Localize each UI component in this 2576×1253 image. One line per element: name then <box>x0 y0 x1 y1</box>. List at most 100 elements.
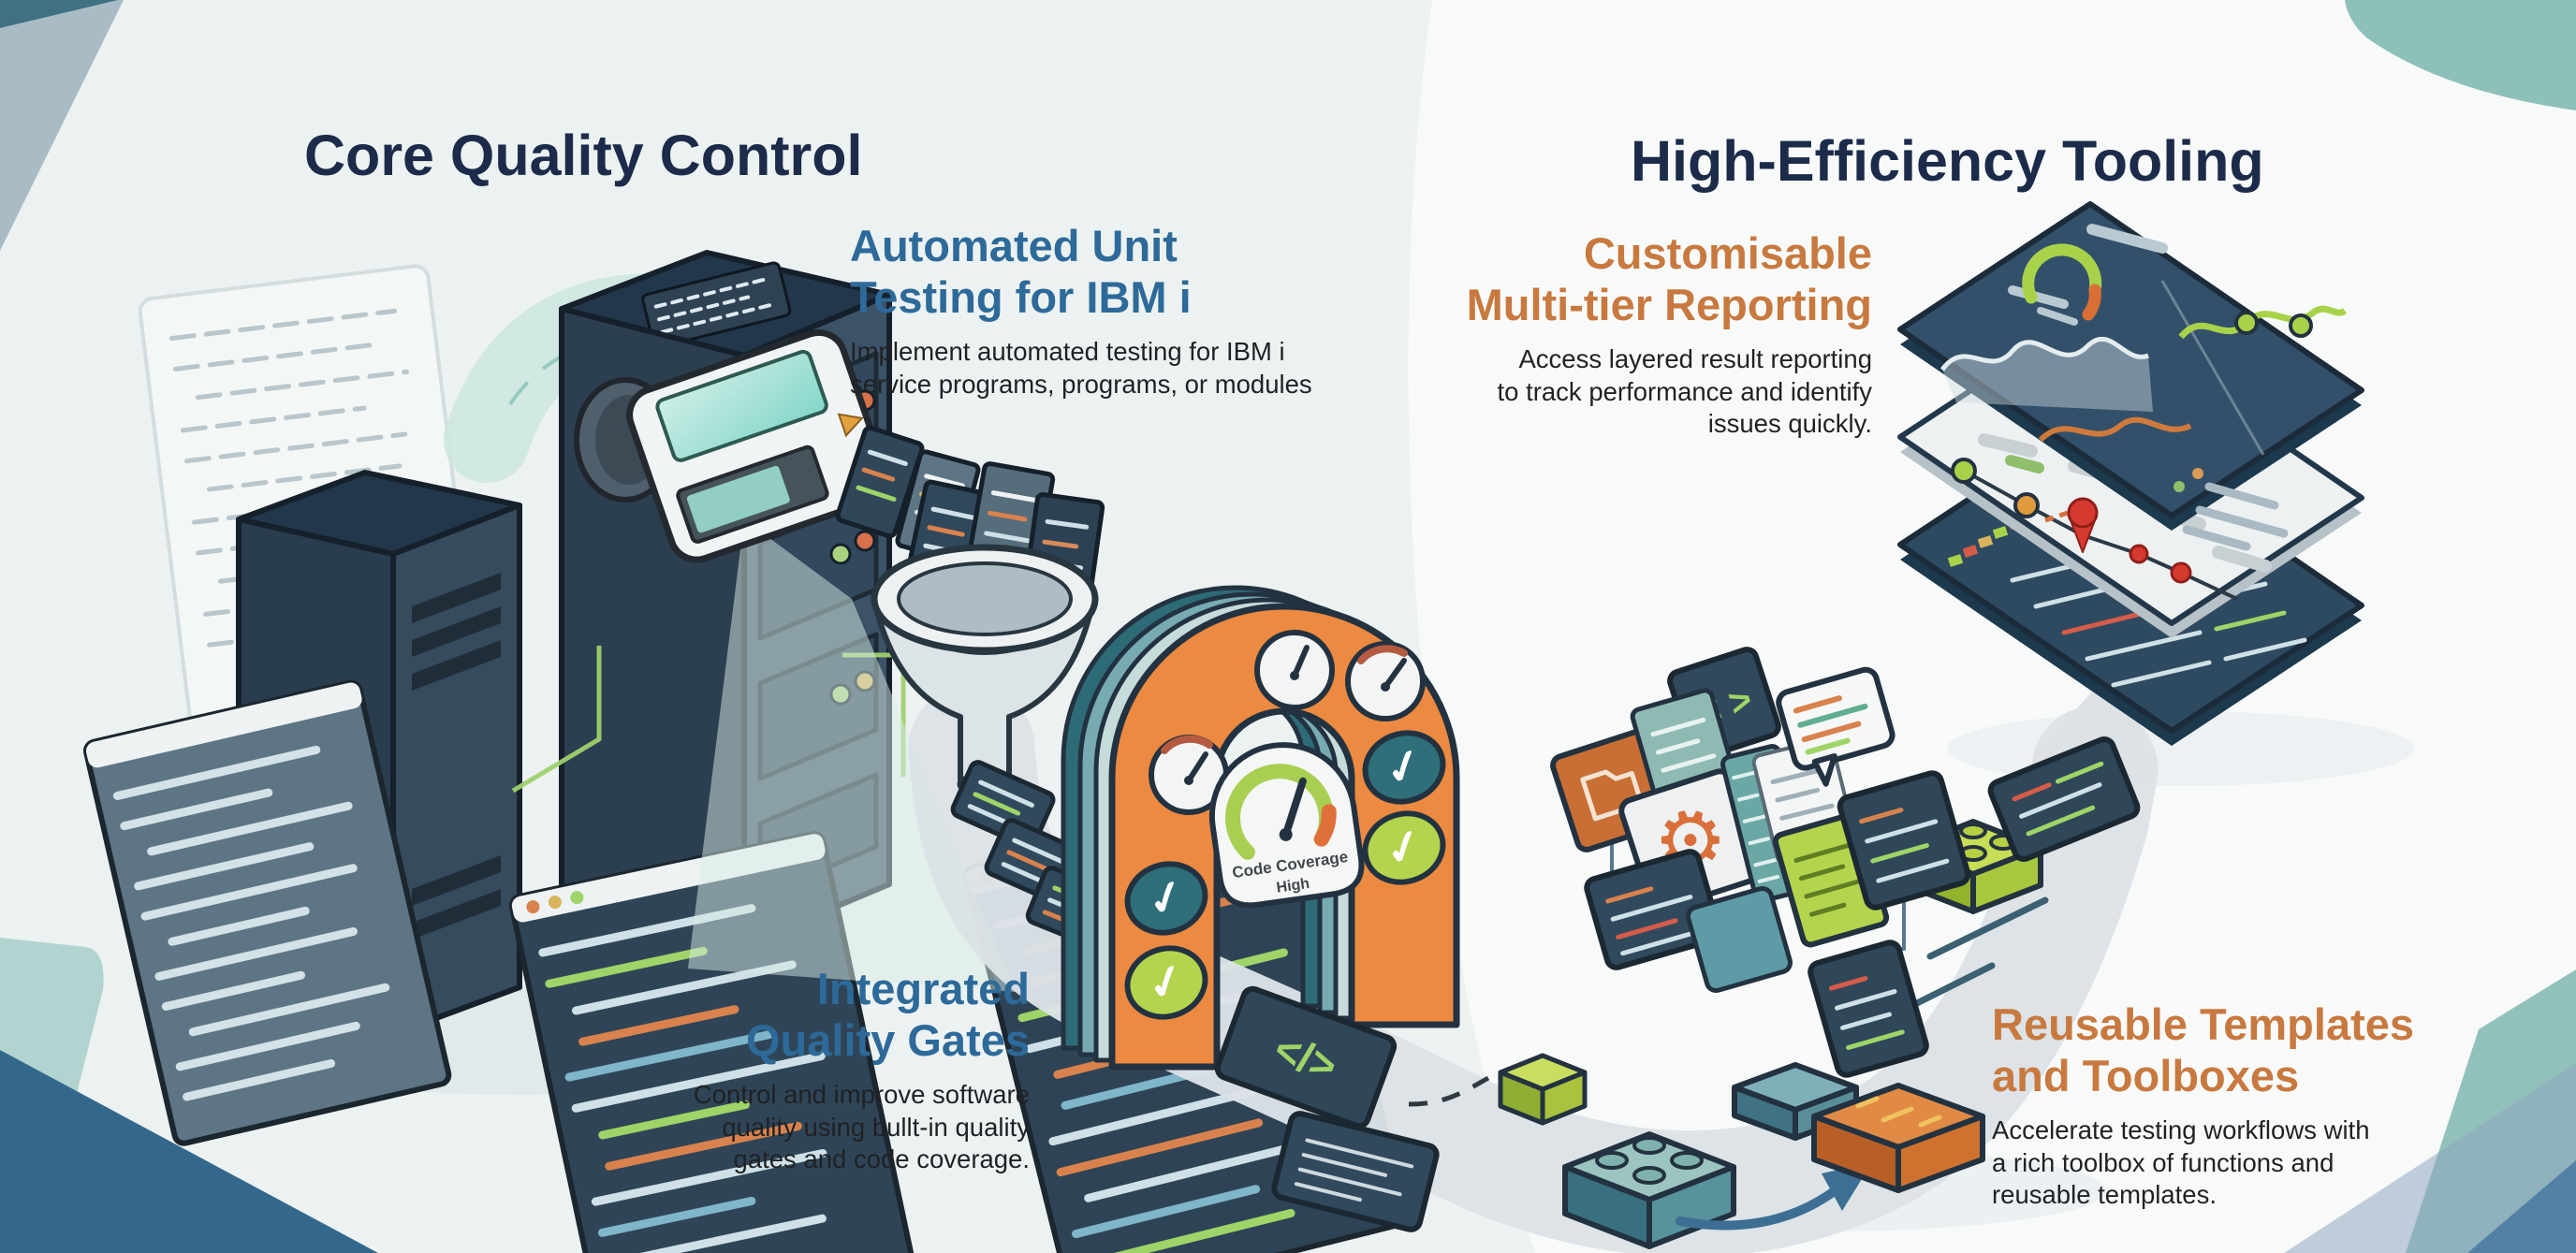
dashboard-stack-illustration <box>1897 201 2364 746</box>
play-triangle-icon <box>837 413 864 438</box>
curved-arrow <box>1676 1187 1837 1231</box>
corner-decoration-bottom-right <box>2284 969 2576 1253</box>
band-path <box>908 685 2159 1253</box>
arc-gauge-widget <box>2022 243 2102 326</box>
gauge-base-bar <box>2037 307 2078 326</box>
section-title-high-efficiency-tooling: High-Efficiency Tooling <box>1631 128 2264 193</box>
corner-triangle <box>0 1050 378 1253</box>
corner-decoration-bottom-left <box>0 938 378 1253</box>
dashed-connector <box>1408 1075 1490 1107</box>
code-card <box>1837 770 1971 911</box>
feature-title: Automated Unit Testing for IBM i <box>850 221 1312 323</box>
funnel-illustration <box>835 425 1105 796</box>
corner-triangle <box>2284 1063 2576 1253</box>
dashboard-charts-layer <box>1897 201 2364 551</box>
feature-description: Control and improve software quality usi… <box>694 1079 1030 1176</box>
layer-face <box>1897 201 2364 518</box>
gauge-pivot <box>1279 827 1293 841</box>
code-panel <box>82 679 452 1146</box>
feature-customisable-multi-tier-reporting: Customisable Multi-tier Reporting Access… <box>1467 228 1872 441</box>
quality-gate-arch-illustration: ✓ ✓ ✓ ✓ Code Coverage High <box>1061 585 1460 1071</box>
gauge-orange-arc <box>1313 804 1337 847</box>
scanner-device-illustration <box>574 328 889 563</box>
check-icon: ✓ <box>1124 861 1208 936</box>
feature-title-line: Reusable Templates <box>1992 999 2415 1049</box>
corner-shape <box>2345 0 2576 110</box>
line-chart-widget <box>1939 337 2192 443</box>
code-tile <box>1271 1111 1440 1232</box>
code-tile: </> <box>1214 985 1398 1129</box>
scanner-body <box>626 328 889 563</box>
code-card <box>1987 736 2141 863</box>
feature-title-line: Integrated <box>816 964 1030 1013</box>
chart-line-white <box>1939 337 2149 372</box>
feature-body-line: Accelerate testing workflows with <box>1992 1115 2370 1145</box>
gauge-icon <box>1345 641 1426 721</box>
section-title-core-quality-control: Core Quality Control <box>304 123 863 187</box>
gauge-green-arc <box>2022 243 2102 304</box>
workflow-cluster-illustration: < > ⚙ <box>1550 647 1971 1078</box>
feature-body-line: Implement automated testing for IBM i <box>850 337 1285 367</box>
feature-body-line: issues quickly. <box>1707 409 1872 439</box>
panel-divider <box>2160 280 2265 456</box>
feature-title: Reusable Templates and Toolboxes <box>1992 999 2414 1101</box>
feature-integrated-quality-gates: Integrated Quality Gates Control and imp… <box>694 964 1030 1176</box>
scanner-screen <box>655 349 828 462</box>
led-green <box>829 543 852 565</box>
chart-marker <box>2289 313 2313 338</box>
feature-title-line: Automated Unit <box>850 221 1178 270</box>
arch-front-face <box>1108 603 1460 1071</box>
timeline-node-red <box>2129 544 2149 564</box>
feature-title-line: Multi-tier Reporting <box>1466 279 1872 329</box>
stats-widget <box>2174 468 2289 551</box>
chart-line-orange <box>2038 416 2192 443</box>
check-icon: ✓ <box>1362 810 1446 885</box>
feature-title: Integrated Quality Gates <box>694 964 1030 1066</box>
feature-body-line: quality using bullt-in quality <box>722 1112 1030 1142</box>
server-screen <box>641 261 792 349</box>
check-icon: ✓ <box>1362 730 1446 805</box>
scanner-glow <box>686 465 790 533</box>
gauge-icon <box>1149 735 1229 815</box>
chart-line-green <box>2178 305 2348 340</box>
timeline-node-orange <box>2013 492 2040 518</box>
code-lines <box>112 745 390 1101</box>
feature-body-line: service programs, programs, or modules <box>850 369 1312 399</box>
timeline-node-green <box>1951 458 1977 484</box>
gauge-icon <box>1254 630 1335 710</box>
feature-description: Accelerate testing workflows with a rich… <box>1992 1115 2414 1212</box>
feature-body-line: to track performance and identify <box>1497 376 1872 406</box>
feature-title-line: Quality Gates <box>746 1014 1030 1065</box>
corner-triangle <box>0 0 124 251</box>
chart-text-bars <box>2008 224 2168 309</box>
green-cube-icon <box>1498 1053 1588 1126</box>
corner-decoration-top-right <box>2345 0 2576 110</box>
timeline-green-bar <box>2005 455 2044 474</box>
gauge-orange-arc <box>2082 284 2101 321</box>
timeline-node-red <box>2170 561 2192 584</box>
feature-title: Customisable Multi-tier Reporting <box>1467 228 1872 330</box>
gauge-needle <box>1281 777 1307 838</box>
led-red <box>854 530 876 552</box>
feature-description: Implement automated testing for IBM i se… <box>850 336 1312 401</box>
feature-body-line: Access layered result reporting <box>1518 344 1872 374</box>
feature-body-line: a rich toolbox of functions and <box>1992 1147 2334 1177</box>
corner-decoration-top-left <box>0 0 124 251</box>
code-coverage-gauge: Code Coverage High <box>1208 742 1365 909</box>
lego-brick-icon <box>1562 1131 1736 1249</box>
teal-tile <box>1685 885 1793 994</box>
corner-triangle <box>2467 1160 2576 1253</box>
code-card <box>1808 940 1929 1078</box>
chart-area-fill <box>1942 339 2153 412</box>
gauge-label-line2: High <box>1276 876 1311 896</box>
orange-brick-icon <box>1811 1083 1985 1193</box>
feature-title-line: Customisable <box>1583 228 1872 278</box>
speed-line <box>1926 896 2049 960</box>
feature-body-line: Control and improve software <box>693 1080 1030 1110</box>
funnel-mouth <box>897 561 1073 636</box>
timeline-pin-red <box>2067 497 2099 553</box>
tower-vents <box>412 573 501 940</box>
feature-title-line: Testing for IBM i <box>850 271 1192 322</box>
